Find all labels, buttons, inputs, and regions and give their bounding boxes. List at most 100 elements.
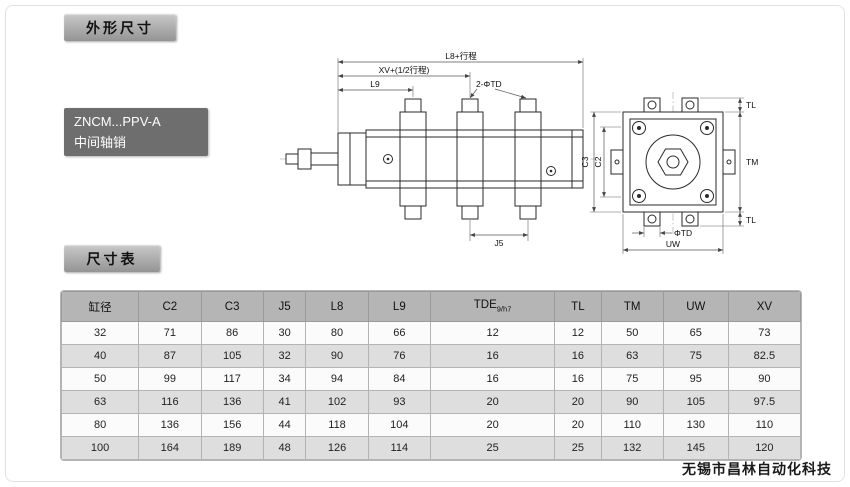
dimension-cell: 75	[662, 344, 729, 368]
bore-size-cell: 50	[61, 367, 140, 391]
dimension-cell: 110	[727, 413, 801, 437]
dimension-cell: 136	[200, 390, 264, 414]
dim-label-c3: C3	[580, 156, 590, 167]
bore-size-cell: 80	[61, 413, 140, 437]
dimension-cell: 82.5	[727, 344, 801, 368]
dimension-cell: 116	[138, 390, 202, 414]
dimension-cell: 20	[429, 390, 556, 414]
dimension-cell: 84	[367, 367, 431, 391]
side-view-dimensions: L8+行程 XV+(1/2行程) L9 2-ΦTD J5	[337, 51, 584, 248]
dimension-cell: 50	[600, 321, 664, 345]
dimension-cell: 86	[200, 321, 264, 345]
dim-label-uw: UW	[666, 239, 680, 249]
section-title-dimension-table: 尺寸表	[64, 245, 160, 272]
dim-label-2td: 2-ΦTD	[476, 79, 502, 89]
dimension-cell: 105	[662, 390, 729, 414]
bore-size-cell: 32	[61, 321, 140, 345]
dimension-cell: 110	[600, 413, 664, 437]
column-header-4: L8	[305, 291, 369, 322]
dimension-cell: 16	[554, 367, 602, 391]
cylinder-end-view	[610, 92, 736, 234]
model-code: ZNCM...PPV-A	[74, 113, 161, 129]
dimension-cell: 95	[662, 367, 729, 391]
dimension-cell: 16	[429, 367, 556, 391]
dimension-cell: 104	[367, 413, 431, 437]
dimension-cell: 126	[305, 436, 369, 460]
column-header-9: UW	[662, 291, 729, 322]
bore-size-cell: 100	[61, 436, 140, 460]
dimension-cell: 20	[554, 413, 602, 437]
dimension-cell: 76	[367, 344, 431, 368]
dimension-cell: 20	[429, 413, 556, 437]
dimension-cell: 12	[429, 321, 556, 345]
dimension-cell: 75	[600, 367, 664, 391]
dim-label-j5: J5	[495, 238, 504, 248]
column-header-6: TDE9/h7	[429, 291, 556, 322]
column-header-7: TL	[554, 291, 602, 322]
dimension-cell: 105	[200, 344, 264, 368]
dimension-cell: 97.5	[727, 390, 801, 414]
column-header-2: C3	[200, 291, 264, 322]
dimension-cell: 114	[367, 436, 431, 460]
dimension-cell: 118	[305, 413, 369, 437]
dimension-cell: 120	[727, 436, 801, 460]
dimension-cell: 117	[200, 367, 264, 391]
dim-label-phi-td: ΦTD	[674, 228, 692, 238]
dimension-cell: 73	[727, 321, 801, 345]
cylinder-side-view	[280, 98, 596, 220]
section-title-outline-dimensions: 外形尺寸	[64, 14, 176, 41]
dimension-cell: 102	[305, 390, 369, 414]
dim-label-c2: C2	[593, 156, 603, 167]
dimension-cell: 30	[262, 321, 307, 345]
dimension-cell: 34	[262, 367, 307, 391]
dimension-cell: 20	[554, 390, 602, 414]
column-header-1: C2	[138, 291, 202, 322]
bore-size-cell: 40	[61, 344, 140, 368]
bore-size-cell: 63	[61, 390, 140, 414]
dimension-cell: 156	[200, 413, 264, 437]
dimension-cell: 25	[554, 436, 602, 460]
dimension-cell: 48	[262, 436, 307, 460]
dimension-cell: 94	[305, 367, 369, 391]
technical-drawing: L8+行程 XV+(1/2行程) L9 2-ΦTD J5	[280, 51, 758, 254]
trunnion-blocks	[399, 98, 542, 220]
dimension-cell: 63	[600, 344, 664, 368]
dimension-cell: 164	[138, 436, 202, 460]
dim-label-l9: L9	[370, 79, 380, 89]
dimension-cell: 99	[138, 367, 202, 391]
dimension-cell: 90	[600, 390, 664, 414]
model-label: ZNCM...PPV-A 中间轴销	[64, 108, 208, 156]
dimension-cell: 93	[367, 390, 431, 414]
dim-label-tm: TM	[746, 157, 758, 167]
dimension-cell: 136	[138, 413, 202, 437]
end-view-dimensions: C3 C2 TL TM TL ΦTD UW	[580, 97, 758, 254]
dimension-cell: 132	[600, 436, 664, 460]
dimension-cell: 145	[662, 436, 729, 460]
dimension-cell: 130	[662, 413, 729, 437]
dim-label-tl-top: TL	[746, 100, 756, 110]
dim-label-xv: XV+(1/2行程)	[379, 65, 430, 75]
model-variant: 中间轴销	[74, 134, 127, 150]
dimension-cell: 16	[429, 344, 556, 368]
dimension-cell: 80	[305, 321, 369, 345]
dimension-cell: 32	[262, 344, 307, 368]
dimension-cell: 90	[305, 344, 369, 368]
dimension-cell: 44	[262, 413, 307, 437]
dimension-cell: 25	[429, 436, 556, 460]
column-header-5: L9	[367, 291, 431, 322]
dimension-cell: 41	[262, 390, 307, 414]
column-header-8: TM	[600, 291, 664, 322]
column-header-10: XV	[727, 291, 801, 322]
dimension-cell: 71	[138, 321, 202, 345]
dimension-cell: 12	[554, 321, 602, 345]
dimension-cell: 90	[727, 367, 801, 391]
